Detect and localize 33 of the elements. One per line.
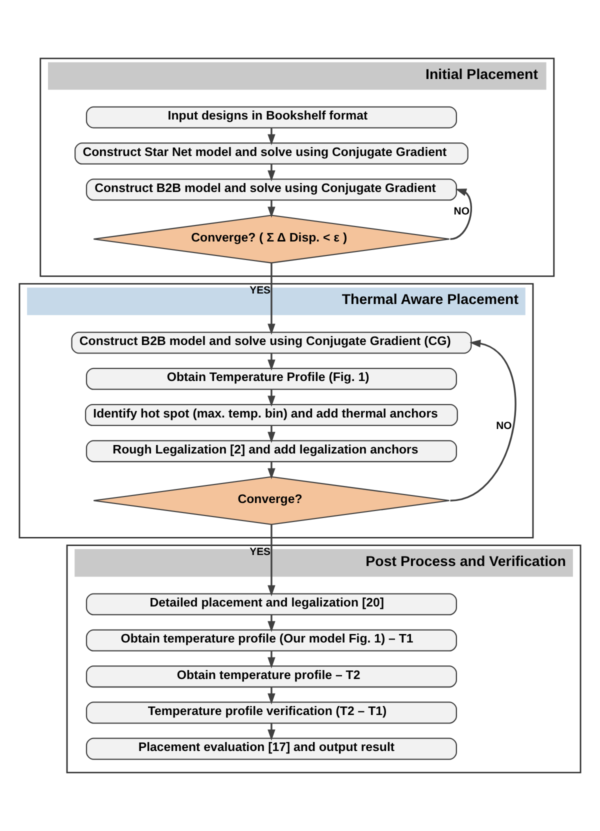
arrow (268, 524, 276, 596)
node-box: Obtain Temperature Profile (Fig. 1) (86, 368, 457, 390)
arrow (268, 128, 276, 146)
arrow (268, 614, 276, 632)
edge-label: NO (454, 206, 470, 218)
node-box: Construct B2B model and solve using Conjugate Gradient (86, 178, 457, 201)
node-box: Input designs in Bookshelf format (86, 106, 457, 128)
arrow (268, 353, 276, 371)
node-box: Construct B2B model and solve using Conjugate Gradient (CG) (71, 332, 472, 354)
edge-label: YES (250, 547, 271, 558)
arrow (268, 390, 276, 407)
arrow (450, 188, 472, 240)
node-box: Detailed placement and legalization [20] (86, 593, 457, 616)
edge-label: YES (250, 286, 271, 297)
node-box: Temperature profile verification (T2 – T1) (86, 702, 457, 724)
arrow (450, 340, 516, 502)
node-box: Obtain temperature profile (Our model Fig. 1) – T1 (86, 629, 457, 652)
node-diamond: Converge? (93, 476, 450, 525)
node-box: Rough Legalization [2] and add legalization anchors (86, 440, 457, 462)
arrow (268, 651, 276, 668)
node-box: Placement evaluation [17] and output result (86, 738, 457, 760)
arrow (268, 200, 276, 218)
arrow (268, 687, 276, 704)
arrow (268, 723, 276, 741)
node-box: Obtain temperature profile – T2 (86, 666, 457, 688)
arrow (268, 426, 276, 443)
node-diamond: Converge? ( Σ Δ Disp. < ε ) (93, 214, 450, 264)
edge-label: NO (496, 420, 512, 432)
node-box: Construct Star Net model and solve using Conjugate Gradient (74, 142, 468, 165)
arrow (268, 164, 276, 182)
node-box: Identify hot spot (max. temp. bin) and add thermal anchors (84, 404, 458, 426)
arrow (268, 462, 276, 480)
arrow (268, 262, 276, 335)
